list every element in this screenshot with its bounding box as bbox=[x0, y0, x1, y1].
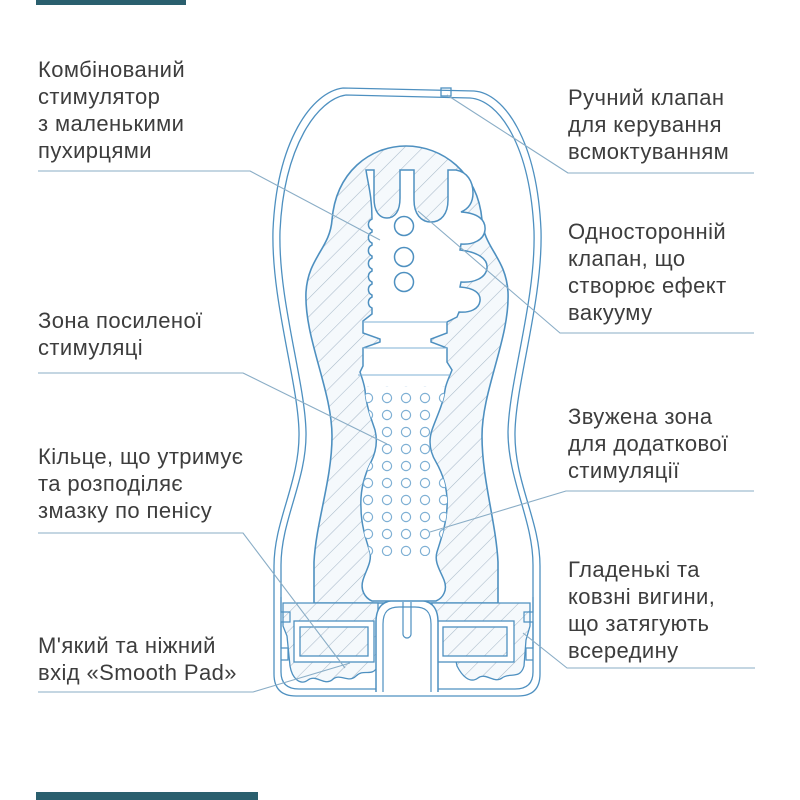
cup-outer-shell bbox=[272, 87, 542, 697]
leader-lines bbox=[38, 94, 755, 693]
leader-one-way-valve bbox=[417, 210, 754, 334]
lubrication-ring-blocks bbox=[293, 620, 515, 663]
ribbed-rings bbox=[358, 321, 450, 376]
shell-clip-steps bbox=[280, 597, 534, 661]
cropped-text-top bbox=[36, 0, 186, 5]
leader-smooth-curves bbox=[522, 632, 755, 669]
label-intense-zone: Зона посиленої стимуляці bbox=[38, 308, 203, 360]
leader-smooth-pad bbox=[38, 662, 351, 693]
entrance-pad bbox=[375, 599, 439, 692]
leader-narrowed-zone bbox=[429, 490, 754, 533]
bubble-zone bbox=[360, 386, 452, 556]
leader-combined-stimulator bbox=[38, 170, 381, 241]
leader-intense-zone bbox=[38, 372, 388, 445]
air-holes bbox=[393, 215, 415, 293]
label-narrowed-zone: Звужена зона для додаткової стимуляції bbox=[568, 404, 729, 483]
suction-valve-notch bbox=[440, 87, 452, 97]
label-lubrication-ring: Кільце, що утримує та розподіляє змазку … bbox=[38, 444, 244, 523]
label-smooth-pad: М'який та ніжний вхід «Smooth Pad» bbox=[38, 633, 237, 685]
base-assembly bbox=[280, 597, 534, 692]
leader-lubrication-ring bbox=[38, 532, 346, 669]
leader-manual-valve bbox=[446, 94, 754, 174]
tunnel-cavity bbox=[358, 169, 488, 602]
cropped-text-bottom bbox=[36, 792, 258, 800]
label-manual-valve: Ручний клапан для керування всмоктування… bbox=[568, 85, 730, 164]
label-one-way-valve: Односторонній клапан, що створює ефект в… bbox=[568, 219, 727, 325]
label-smooth-curves: Гладенькі та ковзні вигини, що затягують… bbox=[568, 557, 716, 663]
entry-slit bbox=[402, 602, 412, 639]
label-combined-stimulator: Комбінований стимулятор з маленькими пух… bbox=[38, 57, 186, 163]
